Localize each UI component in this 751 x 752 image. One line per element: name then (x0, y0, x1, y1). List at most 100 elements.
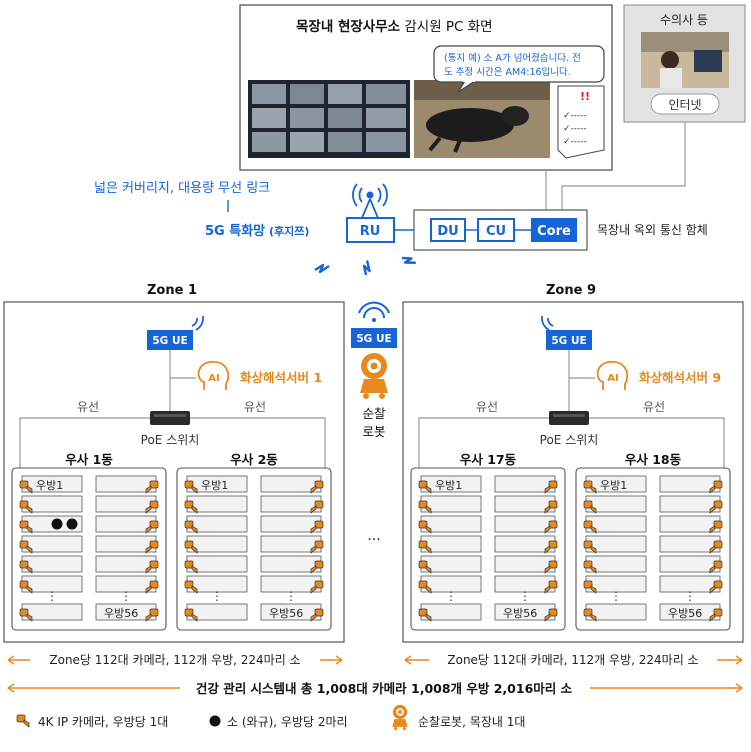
ai-badge: AI (607, 373, 618, 384)
internet-label: 인터넷 (668, 98, 701, 112)
room-dots: ⋮ (684, 589, 696, 603)
vet-photo (641, 32, 729, 88)
zone-title: Zone 9 (546, 283, 596, 298)
analysis-server-label: 화상해석서버 1 (240, 370, 322, 385)
check-item-2: ✓----- (563, 124, 587, 134)
room-dots: ⋮ (610, 589, 622, 603)
check-item-3: ✓----- (563, 137, 587, 147)
ai-badge: AI (208, 373, 219, 384)
room-dots: ⋮ (285, 589, 297, 603)
barn-title: 우사 17동 (460, 452, 517, 467)
network-name: 5G 특화망 (후지쯔) (205, 223, 309, 239)
wired-label-left: 유선 (476, 400, 498, 414)
ue-signal (191, 315, 204, 331)
poe-switch-icon (150, 411, 190, 425)
room-last-label: 우방56 (269, 607, 303, 620)
notice-line-1: (통지 예) 소 A가 넘어졌습니다. 전 (444, 52, 581, 64)
poe-switch-label: PoE 스위치 (540, 433, 599, 447)
fallen-cow-image (414, 80, 550, 158)
legend-cow-icon (209, 715, 221, 727)
cow-icon (51, 518, 63, 530)
legend-cow-text: 소 (와규), 우방당 2마리 (227, 715, 348, 729)
zone9-footer: Zone당 112대 카메라, 112개 우방, 224마리 소 (404, 653, 743, 667)
room-last-label: 우방56 (668, 607, 702, 620)
legend-camera-text: 4K IP 카메라, 우방당 1대 (38, 715, 168, 729)
core-box (531, 218, 577, 242)
room-first-label: 우방1 (36, 479, 63, 492)
pc-screen-title: 목장내 현장사무소 감시원 PC 화면 (296, 18, 493, 35)
room-dots: ⋮ (519, 589, 531, 603)
barn-right: 우사 2동 ⋮ ⋮ 우방1 우방56 (176, 452, 332, 631)
cow-icon (66, 518, 78, 530)
cu-label: CU (486, 224, 506, 239)
room-dots: ⋮ (120, 589, 132, 603)
radio-bolt-center (360, 258, 374, 277)
poe-switch-ports (154, 414, 186, 417)
total-summary-text: 건강 관리 시스템내 총 1,008대 카메라 1,008개 우방 2,016마… (196, 681, 573, 696)
internet-pill (650, 93, 720, 115)
ru-tower (352, 183, 388, 219)
room-first-label: 우방1 (435, 479, 462, 492)
room-dots: ⋮ (445, 589, 457, 603)
barn-title: 우사 18동 (625, 452, 682, 467)
room-last-label: 우방56 (503, 607, 537, 620)
zone9-footer-text: Zone당 112대 카메라, 112개 우방, 224마리 소 (447, 653, 698, 667)
check-item-1: ✓----- (563, 111, 587, 121)
ue-box (546, 330, 592, 350)
poe-switch-label: PoE 스위치 (141, 433, 200, 447)
zone1-footer-text: Zone당 112대 카메라, 112개 우방, 224마리 소 (49, 653, 300, 667)
robot-ue-box (351, 328, 397, 348)
radio-bolt-right (399, 252, 418, 269)
wired-line-left (418, 417, 553, 478)
patrol-robot-group: 5G UE 순찰 로봇 (351, 301, 397, 439)
alert-checklist: !! ✓----- ✓----- ✓----- (557, 85, 605, 159)
radio-bolt-left (313, 263, 331, 274)
cabinet-label: 목장내 옥외 통신 함체 (597, 223, 708, 237)
wired-line-right (186, 417, 326, 478)
wired-label-right: 유선 (643, 400, 665, 414)
robot-ue-label: 5G UE (356, 333, 391, 345)
wired-label-left: 유선 (77, 400, 99, 414)
zone-title: Zone 1 (147, 283, 197, 298)
robot-label-1: 순찰 (362, 406, 386, 421)
core-label: Core (537, 224, 571, 239)
room-last-label: 우방56 (104, 607, 138, 620)
monitor-pc-panel: 목장내 현장사무소 감시원 PC 화면 (239, 4, 613, 171)
patrol-robot-icon (360, 353, 388, 399)
ai-head-icon (596, 361, 629, 390)
notice-bubble: (통지 예) 소 A가 넘어졌습니다. 전 도 추정 시간은 AM4:16입니다… (433, 45, 605, 93)
camera-grid-image (248, 80, 410, 158)
alert-mark: !! (580, 90, 590, 103)
ue-label: 5G UE (551, 335, 586, 347)
link-internet-core (561, 122, 686, 218)
vet-panel: 수의사 등 인터넷 (623, 4, 746, 123)
ai-head-icon (197, 361, 230, 390)
vet-title: 수의사 등 (660, 13, 708, 27)
zones-ellipsis: ... (367, 528, 380, 544)
ue-box (147, 330, 193, 350)
ru-label: RU (360, 224, 381, 239)
room-dots: ⋮ (211, 589, 223, 603)
room-first-label: 우방1 (600, 479, 627, 492)
room-first-label: 우방1 (201, 479, 228, 492)
legend: 4K IP 카메라, 우방당 1대 소 (와규), 우방당 2마리 순찰로봇, … (16, 704, 525, 731)
coverage-text: 넓은 커버리지, 대용량 무선 링크 (94, 181, 270, 196)
barn-left: 우사 17동 ⋮ ⋮ 우방1 우방56 (410, 452, 566, 631)
zone1-footer: Zone당 112대 카메라, 112개 우방, 224마리 소 (7, 653, 343, 667)
barn-title: 우사 2동 (230, 452, 278, 467)
barn-title: 우사 1동 (65, 452, 113, 467)
analysis-server-label: 화상해석서버 9 (639, 370, 721, 385)
ue-signal (541, 315, 554, 331)
ue-label: 5G UE (152, 335, 187, 347)
poe-switch-icon (549, 411, 589, 425)
wired-line-right (585, 417, 725, 478)
wired-label-right: 유선 (244, 400, 266, 414)
legend-robot-icon (392, 704, 408, 731)
legend-camera-icon (16, 714, 30, 728)
du-label: DU (437, 224, 458, 239)
total-summary: 건강 관리 시스템내 총 1,008대 카메라 1,008개 우방 2,016마… (7, 681, 743, 696)
